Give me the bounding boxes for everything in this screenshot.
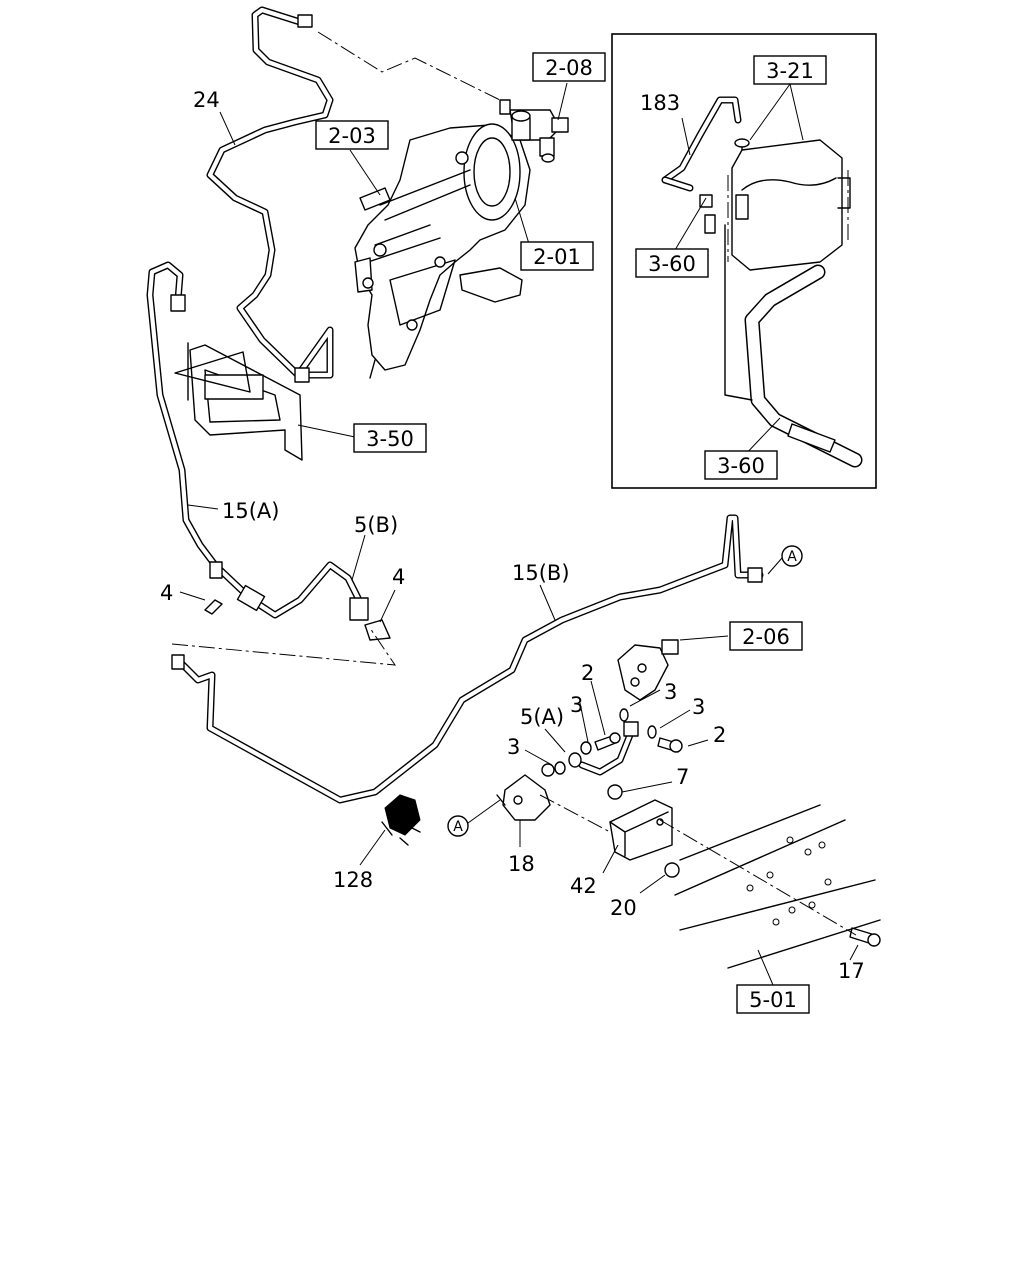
- ref-2-08: 2-08: [532, 52, 606, 82]
- switch-18: [496, 763, 555, 821]
- label-3-middle: 3: [570, 693, 583, 717]
- fasteners: [554, 708, 881, 947]
- ref-2-03: 2-03: [315, 120, 389, 150]
- pipe-15b: [171, 514, 764, 804]
- brake-booster-assembly: [354, 123, 531, 379]
- label-17: 17: [838, 959, 865, 983]
- svg-text:2-06: 2-06: [742, 625, 790, 649]
- label-4-left: 4: [160, 581, 173, 605]
- label-15b: 15(B): [512, 561, 570, 585]
- link-line-frame: [539, 794, 857, 936]
- reservoir-tank: [727, 138, 851, 271]
- clip-4-right: [364, 619, 391, 641]
- pipe-5a: [578, 721, 639, 776]
- label-5b: 5(B): [354, 513, 398, 537]
- reservoir-hose: [699, 194, 863, 468]
- marker-a-right: A: [781, 545, 803, 567]
- svg-text:2-01: 2-01: [533, 245, 581, 269]
- label-4-right: 4: [392, 565, 405, 589]
- hose-183: [661, 96, 742, 192]
- relay-128: [381, 794, 421, 846]
- label-18: 18: [508, 852, 535, 876]
- label-3-left: 3: [507, 735, 520, 759]
- label-5a: 5(A): [520, 705, 564, 729]
- link-line-top: [317, 31, 501, 101]
- label-2-upper: 2: [581, 661, 594, 685]
- ref-3-60-upper: 3-60: [635, 248, 709, 278]
- link-line-mid: [171, 627, 397, 666]
- svg-text:A: A: [453, 819, 463, 835]
- label-3-right: 3: [692, 695, 705, 719]
- svg-text:2-08: 2-08: [545, 56, 593, 80]
- marker-a-left: A: [447, 815, 469, 837]
- label-15a: 15(A): [222, 499, 279, 523]
- pipe-15a: [146, 261, 369, 621]
- svg-text:2-03: 2-03: [328, 124, 376, 148]
- svg-text:A: A: [787, 549, 797, 565]
- ref-3-21: 3-21: [753, 55, 827, 85]
- pipe-24: [206, 6, 334, 383]
- label-3-upper-right: 3: [664, 680, 677, 704]
- ref-3-50: 3-50: [353, 423, 427, 453]
- ref-2-06: 2-06: [729, 621, 803, 651]
- inset-frame: [611, 33, 877, 489]
- label-183: 183: [640, 91, 680, 115]
- label-128: 128: [333, 868, 373, 892]
- bracket-3-50: [174, 342, 303, 461]
- svg-text:3-60: 3-60: [648, 252, 696, 276]
- label-2-right: 2: [713, 723, 726, 747]
- ref-5-01: 5-01: [736, 984, 810, 1014]
- bracket-42: [609, 799, 673, 861]
- label-20: 20: [610, 896, 637, 920]
- svg-text:3-50: 3-50: [366, 427, 414, 451]
- master-cylinder: [499, 99, 569, 163]
- valve-2-06: [617, 639, 679, 701]
- svg-text:3-60: 3-60: [717, 454, 765, 478]
- ref-3-60-lower: 3-60: [704, 450, 778, 480]
- svg-text:5-01: 5-01: [749, 988, 797, 1012]
- ref-2-01: 2-01: [520, 241, 594, 271]
- label-42: 42: [570, 874, 597, 898]
- label-24: 24: [193, 88, 220, 112]
- svg-text:3-21: 3-21: [766, 59, 814, 83]
- label-7: 7: [676, 765, 689, 789]
- leader-lines: [179, 82, 859, 986]
- clip-4-left: [204, 599, 223, 615]
- frame-5-01: [674, 804, 881, 969]
